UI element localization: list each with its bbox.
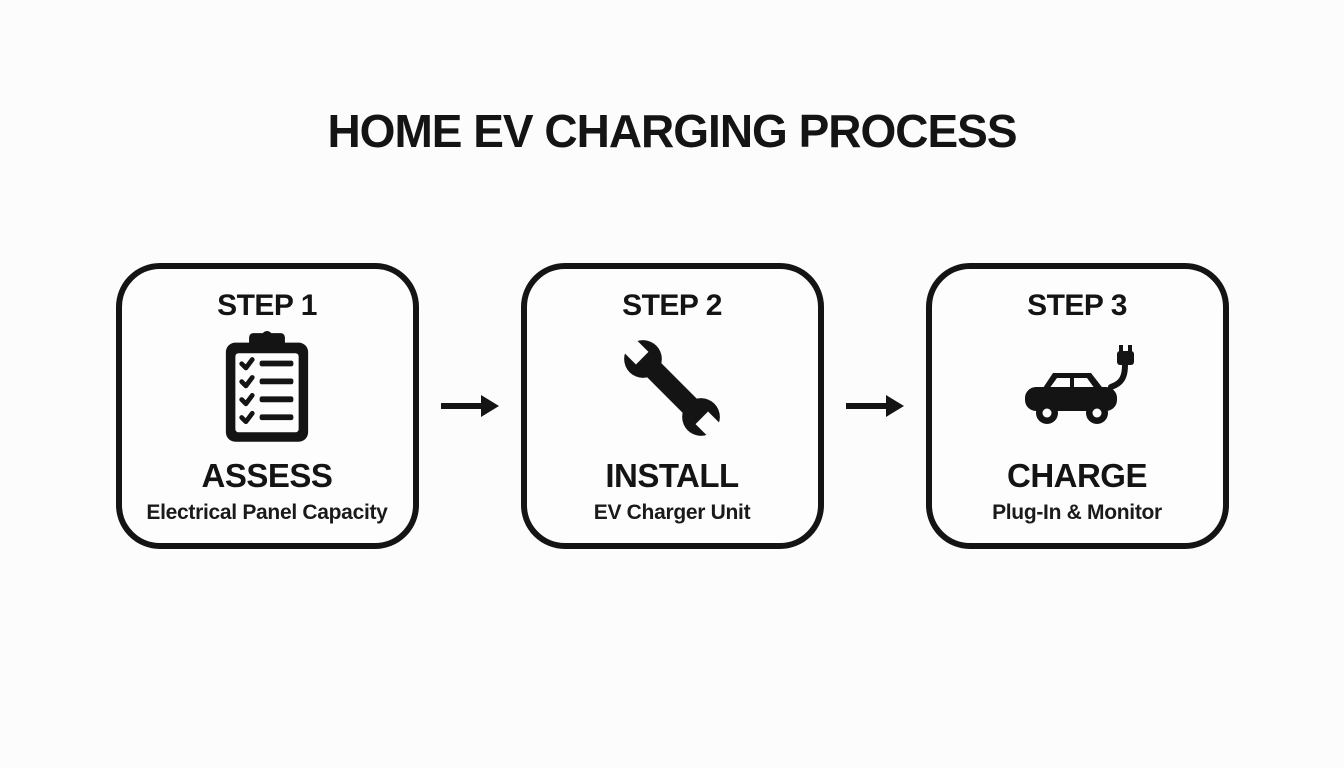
checklist-clipboard-icon — [219, 330, 315, 451]
step-number-label: STEP 2 — [622, 289, 722, 322]
step-action-label: INSTALL — [605, 457, 739, 494]
wrench-icon — [611, 327, 733, 454]
arrow-right-icon — [440, 395, 499, 417]
step-description: EV Charger Unit — [593, 501, 751, 524]
step-number-label: STEP 3 — [1027, 289, 1127, 322]
ev-car-plug-icon — [1013, 342, 1141, 436]
page-title: HOME EV CHARGING PROCESS — [327, 105, 1017, 157]
step-description: Plug-In & Monitor — [992, 501, 1162, 524]
step-description: Electrical Panel Capacity — [146, 501, 388, 524]
process-flow: STEP 1 — [0, 263, 1344, 549]
step-action-label: CHARGE — [1006, 457, 1148, 494]
step-box-assess: STEP 1 — [115, 263, 419, 549]
step-box-install: STEP 2 — [520, 263, 824, 549]
step-number-label: STEP 1 — [217, 289, 317, 322]
arrow-right-icon — [845, 395, 904, 417]
step-box-charge: STEP 3 — [925, 263, 1229, 549]
step-action-label: ASSESS — [201, 457, 333, 494]
